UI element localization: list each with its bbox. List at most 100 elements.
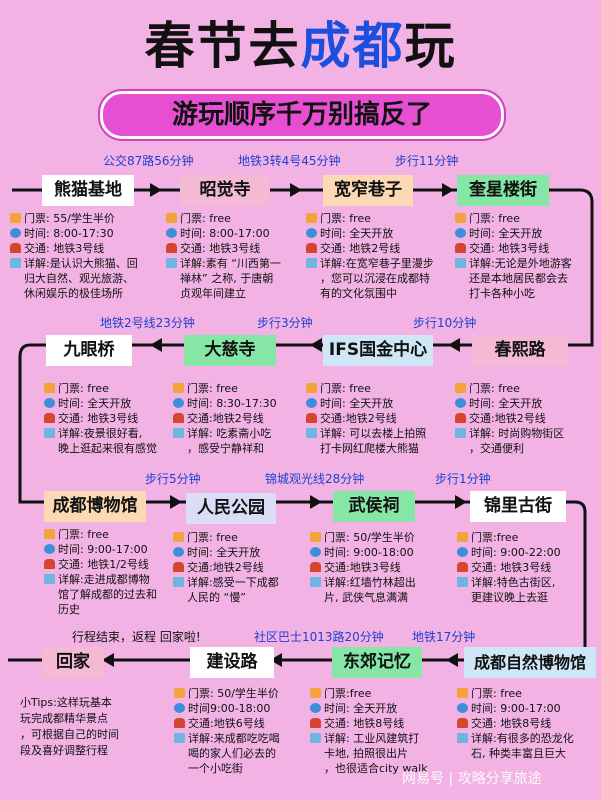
book-icon [455,428,466,438]
info-ifs: 门票: free 时间: 全天开放 交通:地铁2号线 详解: 可以去楼上拍照 打… [306,381,426,456]
transport-label: 社区巴士1013路20分钟 [254,630,384,644]
info-wuhou: 门票: 50/学生半价 时间: 9:00-18:00 交通:地铁3号线 详解:红… [310,530,416,605]
clock-icon [44,544,55,554]
transport-label: 地铁17分钟 [412,630,476,644]
stop-chunxi-road: 春熙路 [472,335,568,366]
book-icon [173,577,184,587]
ticket-icon [173,532,184,542]
stop-wuhou-shrine: 武侯祠 [333,491,415,522]
clock-icon [457,547,468,557]
car-icon [306,413,317,423]
stop-jinli-street: 锦里古街 [470,491,566,522]
info-people-park: 门票: free 时间: 全天开放 交通:地铁2号线 详解:感受一下成都 人民的… [173,530,279,605]
car-icon [173,562,184,572]
ticket-icon [44,383,55,393]
clock-icon [44,398,55,408]
ticket-icon [455,213,466,223]
transport-label: 步行1分钟 [435,472,491,486]
info-jiuyan: 门票: free 时间: 全天开放 交通: 地铁3号线 详解:夜景很好看, 晚上… [44,381,157,456]
clock-icon [166,228,177,238]
car-icon [173,413,184,423]
info-panda: 门票: 55/学生半价 时间: 8:00-17:30 交通: 地铁3号线 详解:… [10,211,138,301]
stop-daci-temple: 大慈寺 [184,335,276,366]
ticket-icon [455,383,466,393]
transport-label: 步行5分钟 [145,472,201,486]
car-icon [455,413,466,423]
car-icon [10,243,21,253]
info-zhaojue: 门票: free 时间: 8:00-17:00 交通: 地铁3号线 详解:素有 … [166,211,281,301]
ticket-icon [457,688,468,698]
tips-text: 小Tips:这样玩基本 玩完成都精华景点 ，可根据自己的时间 段及喜好调整行程 [20,696,119,757]
info-dongjiao: 门票:free 时间: 全天开放 交通: 地铁8号线 详解: 工业风建筑打 卡地… [310,686,428,776]
book-icon [455,258,466,268]
transport-label: 公交87路56分钟 [103,154,194,168]
ticket-icon [173,383,184,393]
transport-label: 步行11分钟 [395,154,459,168]
clock-icon [10,228,21,238]
clock-icon [310,547,321,557]
book-icon [10,258,21,268]
ticket-icon [306,383,317,393]
clock-icon [455,228,466,238]
ticket-icon [10,213,21,223]
book-icon [457,577,468,587]
transport-label: 锦城观光线28分钟 [265,472,365,486]
car-icon [310,718,321,728]
clock-icon [457,703,468,713]
info-kuanzhai: 门票: free 时间: 全天开放 交通: 地铁2号线 详解:在宽窄巷子里漫步 … [306,211,434,301]
book-icon [306,428,317,438]
ticket-icon [174,688,185,698]
car-icon [455,243,466,253]
book-icon [44,574,55,584]
info-museum: 门票: free 时间: 9:00-17:00 交通: 地铁1/2号线 详解:走… [44,527,157,617]
car-icon [44,413,55,423]
clock-icon [173,547,184,557]
car-icon [306,243,317,253]
ticket-icon [310,532,321,542]
book-icon [174,733,185,743]
book-icon [457,733,468,743]
page-title: 春节去成都玩 [144,17,457,75]
info-jinli: 门票:free 时间: 9:00-22:00 交通: 地铁3号线 详解:特色古街… [457,530,561,605]
transport-label: 步行10分钟 [413,316,477,330]
stop-chengdu-museum: 成都博物馆 [44,491,146,522]
info-daci: 门票: free 时间: 8:30-17:30 交通:地铁2号线 详解: 吃素斋… [173,381,277,456]
transport-label: 地铁2号线23分钟 [100,316,195,330]
ticket-icon [457,532,468,542]
stop-kuanzhai-alley: 宽窄巷子 [323,175,413,206]
ticket-icon [166,213,177,223]
book-icon [166,258,177,268]
book-icon [310,733,321,743]
clock-icon [174,703,185,713]
stop-panda-base: 熊猫基地 [42,175,134,206]
stop-nature-museum: 成都自然博物馆 [464,647,596,678]
clock-icon [306,398,317,408]
car-icon [174,718,185,728]
transport-label: 行程结束，返程 回家啦! [72,630,201,644]
ticket-icon [306,213,317,223]
clock-icon [173,398,184,408]
subtitle-banner: 游玩顺序千万别搞反了 [100,91,504,139]
transport-label: 步行3分钟 [257,316,313,330]
car-icon [457,562,468,572]
stop-dongjiao-memory: 东郊记忆 [332,647,422,678]
book-icon [44,428,55,438]
info-jianshe: 门票: 50/学生半价 时间9:00-18:00 交通:地铁6号线 详解:来成都… [174,686,280,776]
book-icon [173,428,184,438]
car-icon [457,718,468,728]
stop-jiuyan-bridge: 九眼桥 [46,335,132,366]
stop-people-park: 人民公园 [186,493,276,524]
watermark: 网易号 | 攻略分享旅途 [402,771,542,787]
info-chunxi: 门票: free 时间: 全天开放 交通:地铁2号线 详解: 时尚购物街区 ，交… [455,381,564,456]
clock-icon [306,228,317,238]
stop-kuixing-street: 奎星楼街 [457,175,549,206]
transport-label: 地铁3转4号45分钟 [238,154,341,168]
car-icon [310,562,321,572]
car-icon [166,243,177,253]
ticket-icon [44,529,55,539]
info-kuixing: 门票: free 时间: 全天开放 交通: 地铁3号线 详解:无论是外地游客 还… [455,211,572,301]
stop-jianshe-road: 建设路 [190,647,274,678]
book-icon [310,577,321,587]
book-icon [306,258,317,268]
